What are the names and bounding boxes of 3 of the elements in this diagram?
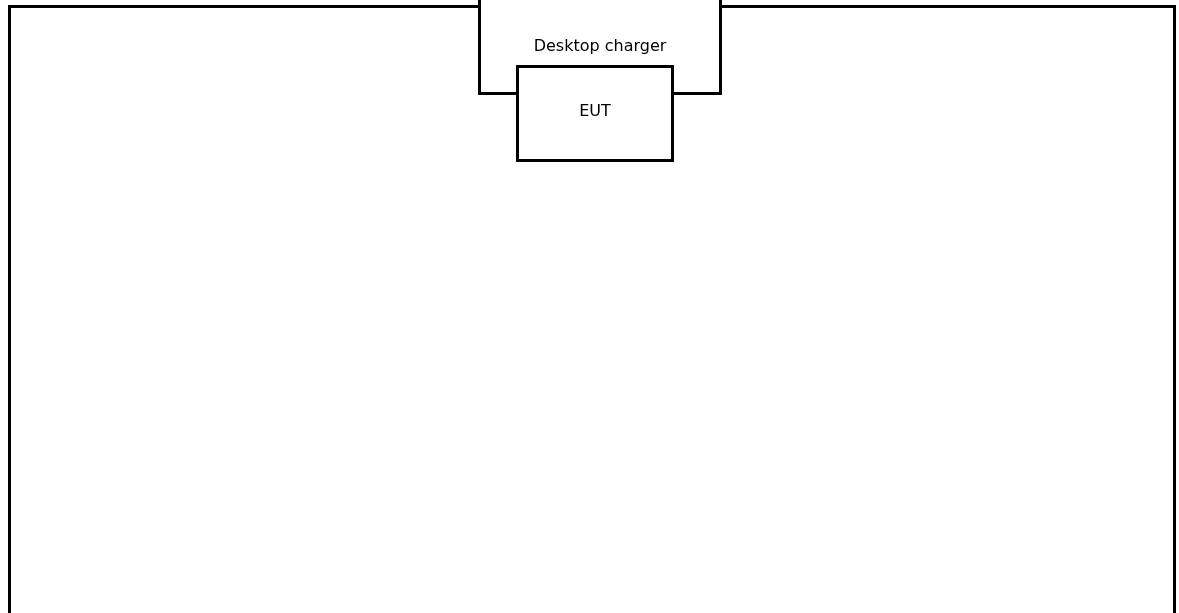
device-box [516,65,674,162]
box-label: Desktop charger [533,36,667,55]
box-label: EUT [579,101,611,120]
